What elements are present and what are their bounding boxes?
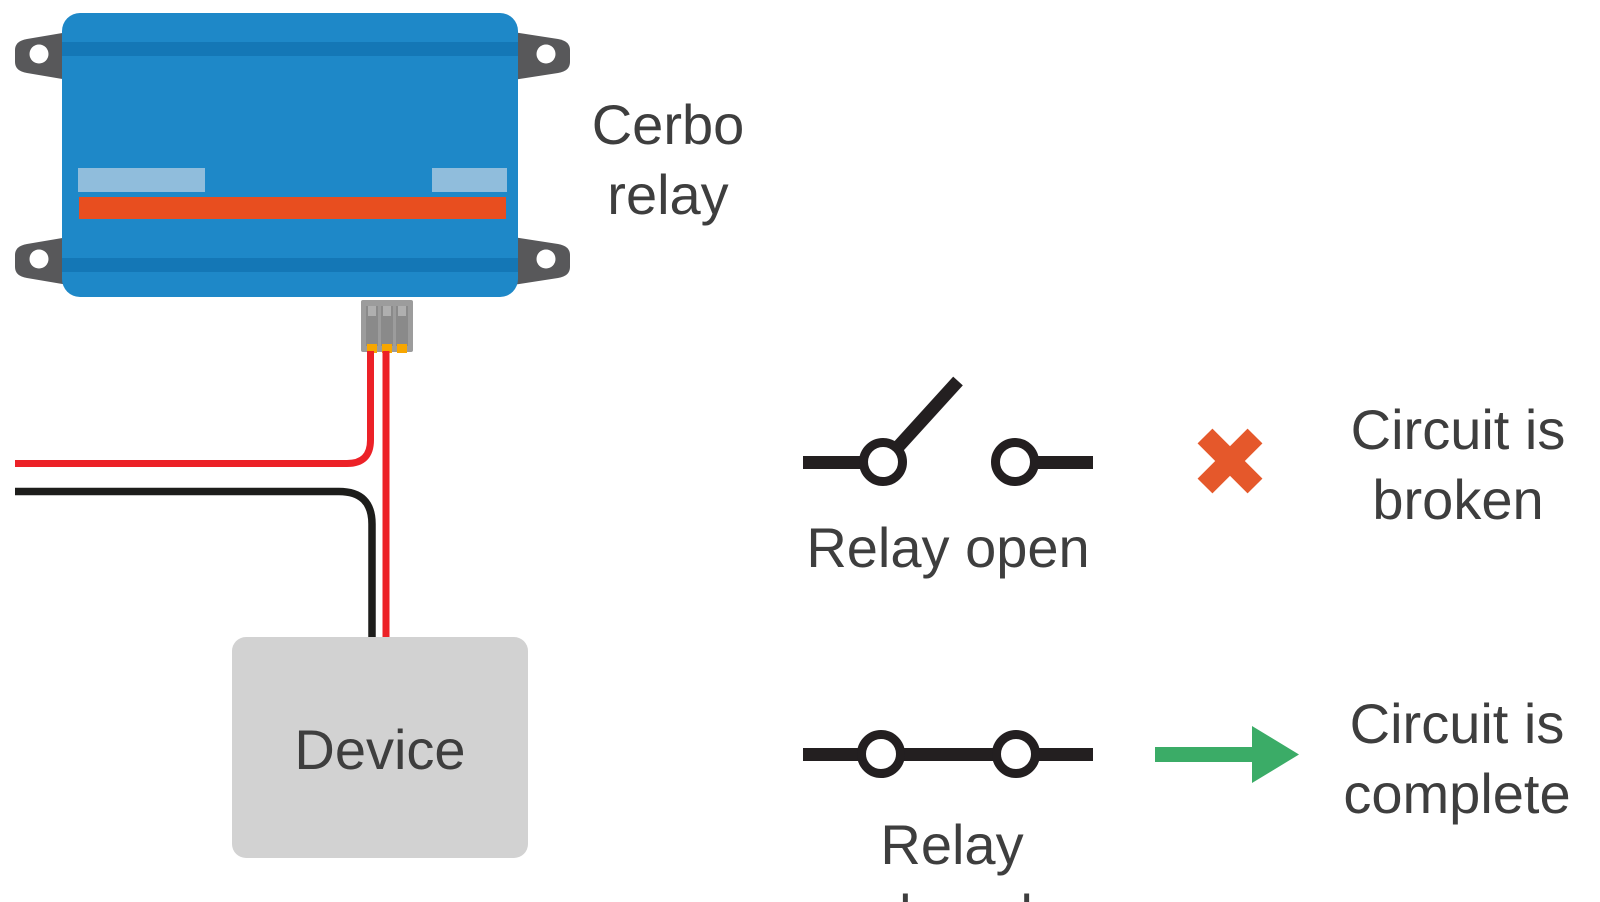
- relay-closed-label: Relay closed: [871, 813, 1033, 902]
- cerbo-unit: [15, 13, 570, 353]
- connector-slot-notch-1: [368, 306, 376, 316]
- circuit-broken-label: Circuit is broken: [1350, 398, 1566, 531]
- x-cross-icon: [1197, 428, 1263, 494]
- open-lever-arm: [893, 376, 963, 452]
- closed-right-contact: [992, 730, 1040, 778]
- front-label-left: [78, 168, 205, 192]
- arrow-right-icon: [1155, 726, 1299, 783]
- connector-slot-notch-3: [398, 306, 406, 316]
- relay-closed-icon: [803, 730, 1093, 778]
- bracket-hole-top-right: [536, 44, 556, 64]
- circuit-complete-label: Circuit is complete: [1343, 692, 1571, 825]
- relay-open-label: Relay open: [806, 516, 1090, 579]
- front-label-right: [432, 168, 507, 192]
- relay-open-icon: [803, 376, 1093, 486]
- bracket-hole-bottom-right: [536, 249, 556, 269]
- cross-stroke-2: [1197, 428, 1263, 494]
- bracket-hole-bottom-left: [29, 249, 49, 269]
- cerbo-relay-label: Cerbo relay: [591, 93, 745, 226]
- closed-left-contact: [857, 730, 905, 778]
- red-wire-to-relay: [15, 351, 374, 467]
- open-left-contact: [859, 438, 907, 486]
- connector-pin-1: [367, 344, 377, 353]
- black-wire-to-device: [15, 487, 376, 641]
- relay-terminal-connector: [361, 300, 413, 353]
- open-right-contact: [991, 438, 1039, 486]
- front-orange-stripe: [79, 197, 506, 219]
- device-box: [232, 637, 528, 858]
- device-label: Device: [294, 718, 466, 781]
- cerbo-enclosure: [62, 13, 518, 297]
- bracket-hole-top-left: [29, 44, 49, 64]
- connector-pin-3: [397, 344, 407, 353]
- connector-pin-2: [382, 344, 392, 353]
- enclosure-top-groove: [62, 42, 518, 56]
- enclosure-bottom-groove: [62, 258, 518, 272]
- connector-slot-notch-2: [383, 306, 391, 316]
